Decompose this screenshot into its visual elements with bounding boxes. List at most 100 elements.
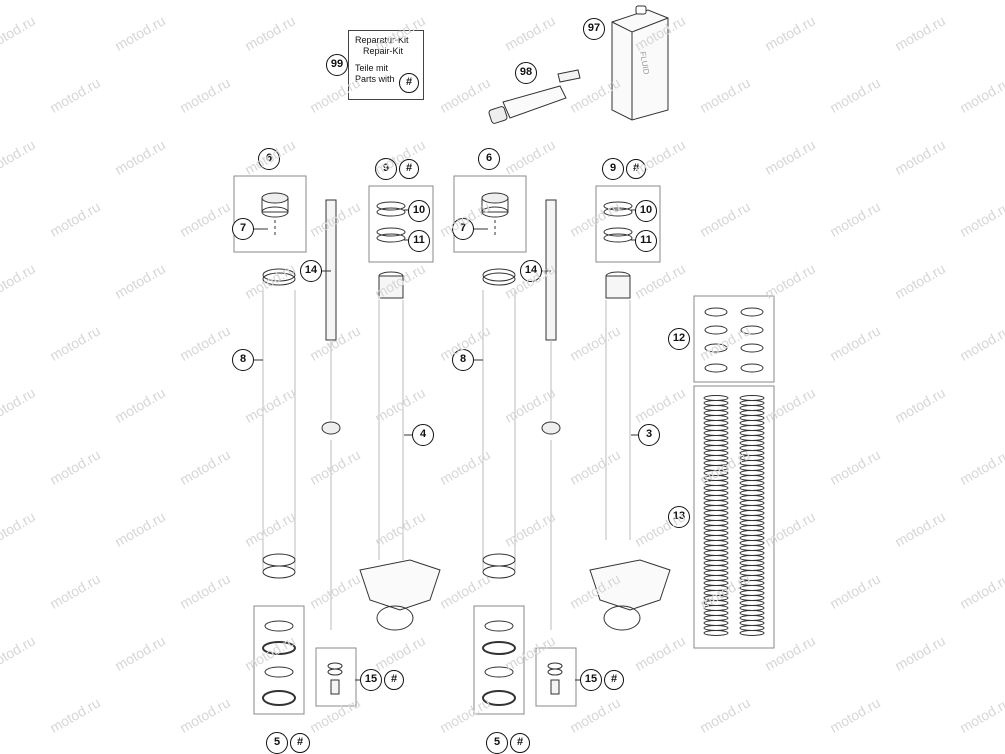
callout-15-right[interactable]: 15 [580,669,602,691]
spring-coil [739,605,765,611]
callout-11-left[interactable]: 11 [408,230,430,252]
spring-coil [703,500,729,506]
callout-9-left[interactable]: 9 [375,158,397,180]
spring-coil [739,430,765,436]
spring-coil [703,505,729,511]
spring-coil [703,525,729,531]
spring-coil [703,625,729,631]
spring-shims [704,307,764,373]
spring-coil [739,595,765,601]
callout-6-right[interactable]: 6 [478,148,500,170]
callout-11-right[interactable]: 11 [635,230,657,252]
callout-12[interactable]: 12 [668,328,690,350]
callout-14-left[interactable]: 14 [300,260,322,282]
callout-4[interactable]: 4 [412,424,434,446]
repair-kit-box: Reparatur-Kit Repair-Kit Teile mit Parts… [348,30,424,100]
spring-coil [703,430,729,436]
callout-15-left[interactable]: 15 [360,669,382,691]
spring-coil [739,510,765,516]
spring-coil [739,540,765,546]
seal-kit-left [262,620,296,706]
oil-can-icon: FLUID [611,5,669,121]
cartridge-right [541,199,561,630]
fork-cap-left [261,192,289,236]
spring-coil [739,625,765,631]
spring-coil [739,555,765,561]
kit-line-2: Repair-Kit [363,46,404,56]
callout-5-left[interactable]: 5 [266,732,288,754]
callout-10-left[interactable]: 10 [408,200,430,222]
spring-coil [739,490,765,496]
valve-right [547,662,563,695]
callout-8-right[interactable]: 8 [452,349,474,371]
spring-coil [739,420,765,426]
callout-99[interactable]: 99 [326,54,348,76]
callout-98[interactable]: 98 [515,62,537,84]
spring-coil [703,395,729,401]
spring-coil [703,535,729,541]
spring-coil [739,470,765,476]
outer-tube-right [482,268,516,579]
spring-coil [739,610,765,616]
fluid-label: FLUID [638,51,651,76]
callout-8-left[interactable]: 8 [232,349,254,371]
spring-coil [739,600,765,606]
spring-coil [739,505,765,511]
spring-coil [703,415,729,421]
spring-coil [703,575,729,581]
spring-coil [739,630,765,636]
spring-coil [703,425,729,431]
outer-tube-left [262,268,296,579]
callout-13[interactable]: 13 [668,506,690,528]
spring-coil [739,525,765,531]
spring-coil [739,620,765,626]
callout-7-left[interactable]: 7 [232,218,254,240]
spring-coil [703,490,729,496]
callout-9-right[interactable]: 9 [602,158,624,180]
spring-coil [703,555,729,561]
spring-coil [739,560,765,566]
spring-coil [739,475,765,481]
rings-left [376,201,406,243]
kit-hash-badge: # [399,73,419,93]
kit-line-1: Reparatur-Kit [355,35,409,45]
hash-9-right: # [626,159,646,179]
spring-coil [703,570,729,576]
spring-coil [703,400,729,406]
spring-coil [703,420,729,426]
callout-7-right[interactable]: 7 [452,218,474,240]
spring-coil [739,415,765,421]
spring-coil [739,495,765,501]
callout-14-right[interactable]: 14 [520,260,542,282]
hash-15-left: # [384,670,404,690]
inner-tube-right [589,271,671,631]
spring-coil [703,520,729,526]
spring-coil [703,405,729,411]
spring-coil [739,440,765,446]
spring-coil [703,515,729,521]
callout-5-right[interactable]: 5 [486,732,508,754]
spring-coil [703,445,729,451]
inner-tube-left [359,271,441,631]
spring-coil [703,630,729,636]
callout-10-right[interactable]: 10 [635,200,657,222]
spring-coil [739,545,765,551]
spring-coil [703,440,729,446]
spring-coil [703,610,729,616]
spring-coil [703,435,729,441]
hash-5-right: # [510,733,530,753]
spring-coil [739,515,765,521]
callout-6-left[interactable]: 6 [258,148,280,170]
hash-9-left: # [399,159,419,179]
spring-coil [703,560,729,566]
kit-line-4: Parts with [355,74,395,84]
fork-cap-right [481,192,509,236]
spring-coil [739,480,765,486]
spring-coil [703,410,729,416]
callout-3[interactable]: 3 [638,424,660,446]
spring-coil [703,450,729,456]
callout-97[interactable]: 97 [583,18,605,40]
kit-line-3: Teile mit [355,63,389,73]
